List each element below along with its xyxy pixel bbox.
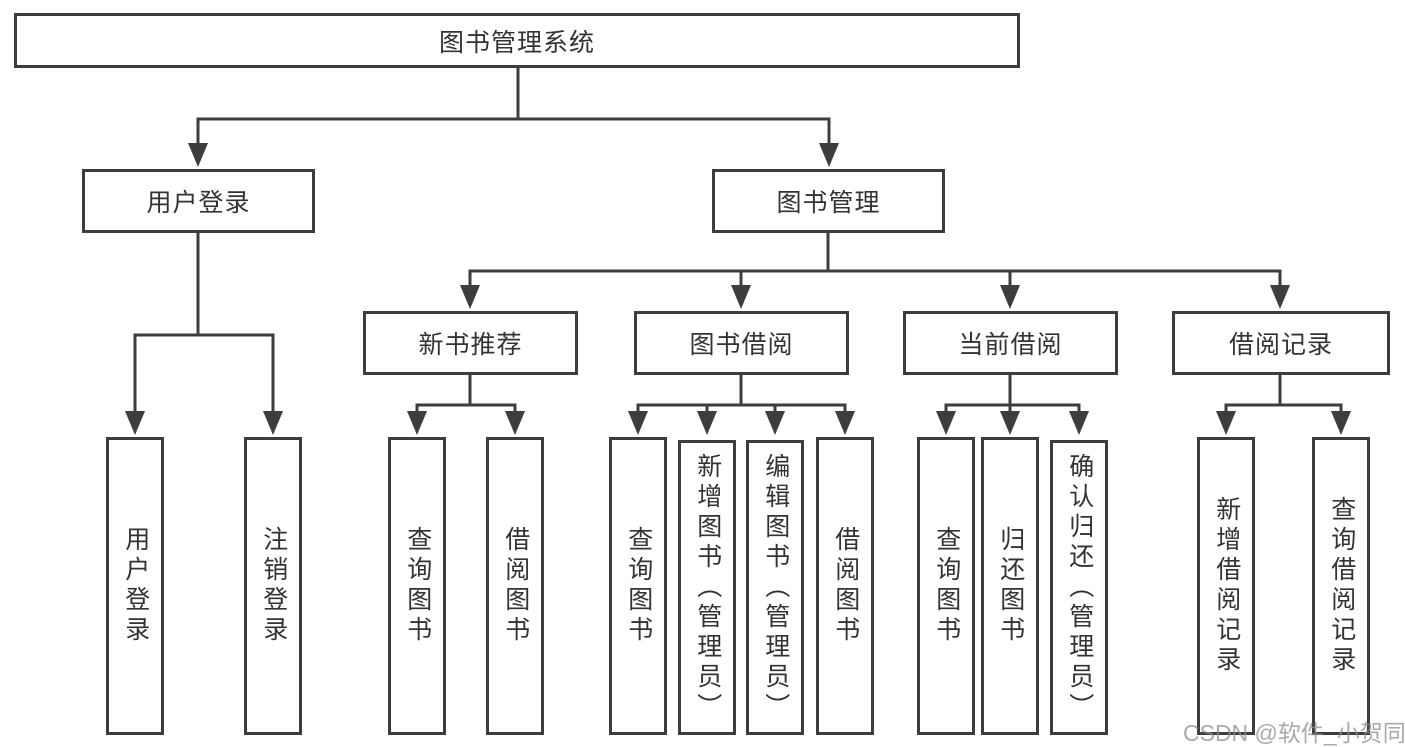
- leaf-edit-books-admin: 编辑图书（管理员）: [746, 440, 804, 735]
- leaf-query-borrow-record: 查询借阅记录: [1312, 437, 1370, 735]
- leaf-query-books-recommend: 查询图书: [388, 437, 446, 735]
- watermark-text: CSDN @软件_小贺同学: [1183, 720, 1405, 746]
- node-user-login: 用户登录: [82, 169, 315, 233]
- node-label: 用户登录: [121, 526, 150, 646]
- leaf-borrow-books-recommend: 借阅图书: [486, 437, 544, 735]
- connector-book-management-branch: [460, 230, 1290, 309]
- node-label: 新增借阅记录: [1212, 496, 1241, 676]
- node-label: 编辑图书（管理员）: [761, 452, 790, 723]
- leaf-confirm-return-admin: 确认归还（管理员）: [1050, 440, 1108, 735]
- node-label: 图书管理系统: [438, 28, 595, 57]
- node-label: 新增图书（管理员）: [693, 452, 722, 723]
- node-book-borrow: 图书借阅: [634, 311, 849, 375]
- node-label: 当前借阅: [958, 331, 1063, 359]
- connector-root-branch: [188, 65, 839, 167]
- leaf-query-books-current: 查询图书: [917, 437, 975, 735]
- node-borrow-records: 借阅记录: [1172, 311, 1390, 375]
- node-label: 用户登录: [146, 189, 251, 217]
- node-new-book-recommend: 新书推荐: [363, 311, 578, 375]
- leaf-borrow-books: 借阅图书: [816, 437, 874, 735]
- leaf-user-login: 用户登录: [106, 437, 164, 735]
- leaf-add-borrow-record: 新增借阅记录: [1197, 437, 1255, 735]
- connector-book-borrow-branch: [628, 373, 855, 435]
- node-book-management: 图书管理: [712, 169, 945, 233]
- node-label: 归还图书: [996, 526, 1025, 646]
- connector-borrow-records-branch: [1216, 373, 1351, 435]
- node-label: 新书推荐: [418, 331, 523, 359]
- leaf-return-books: 归还图书: [981, 437, 1039, 735]
- node-label: 查询图书: [932, 526, 961, 646]
- node-label: 借阅记录: [1228, 331, 1333, 359]
- node-label: 查询图书: [403, 526, 432, 646]
- node-label: 图书管理: [776, 189, 881, 217]
- leaf-logout-login: 注销登录: [244, 437, 302, 735]
- node-label: 图书借阅: [689, 331, 794, 359]
- node-label: 确认归还（管理员）: [1065, 452, 1094, 723]
- node-label: 注销登录: [259, 526, 288, 646]
- connector-new-book-recommend-branch: [407, 373, 525, 435]
- node-label: 查询借阅记录: [1327, 496, 1356, 676]
- leaf-query-books-borrow: 查询图书: [609, 437, 667, 735]
- node-current-borrow: 当前借阅: [903, 311, 1118, 375]
- leaf-add-books-admin: 新增图书（管理员）: [678, 440, 736, 735]
- node-label: 借阅图书: [831, 526, 860, 646]
- node-label: 借阅图书: [501, 526, 530, 646]
- connector-user-login-branch: [125, 230, 283, 435]
- node-label: 查询图书: [624, 526, 653, 646]
- connector-current-borrow-branch: [936, 373, 1089, 435]
- node-library-system: 图书管理系统: [14, 13, 1020, 68]
